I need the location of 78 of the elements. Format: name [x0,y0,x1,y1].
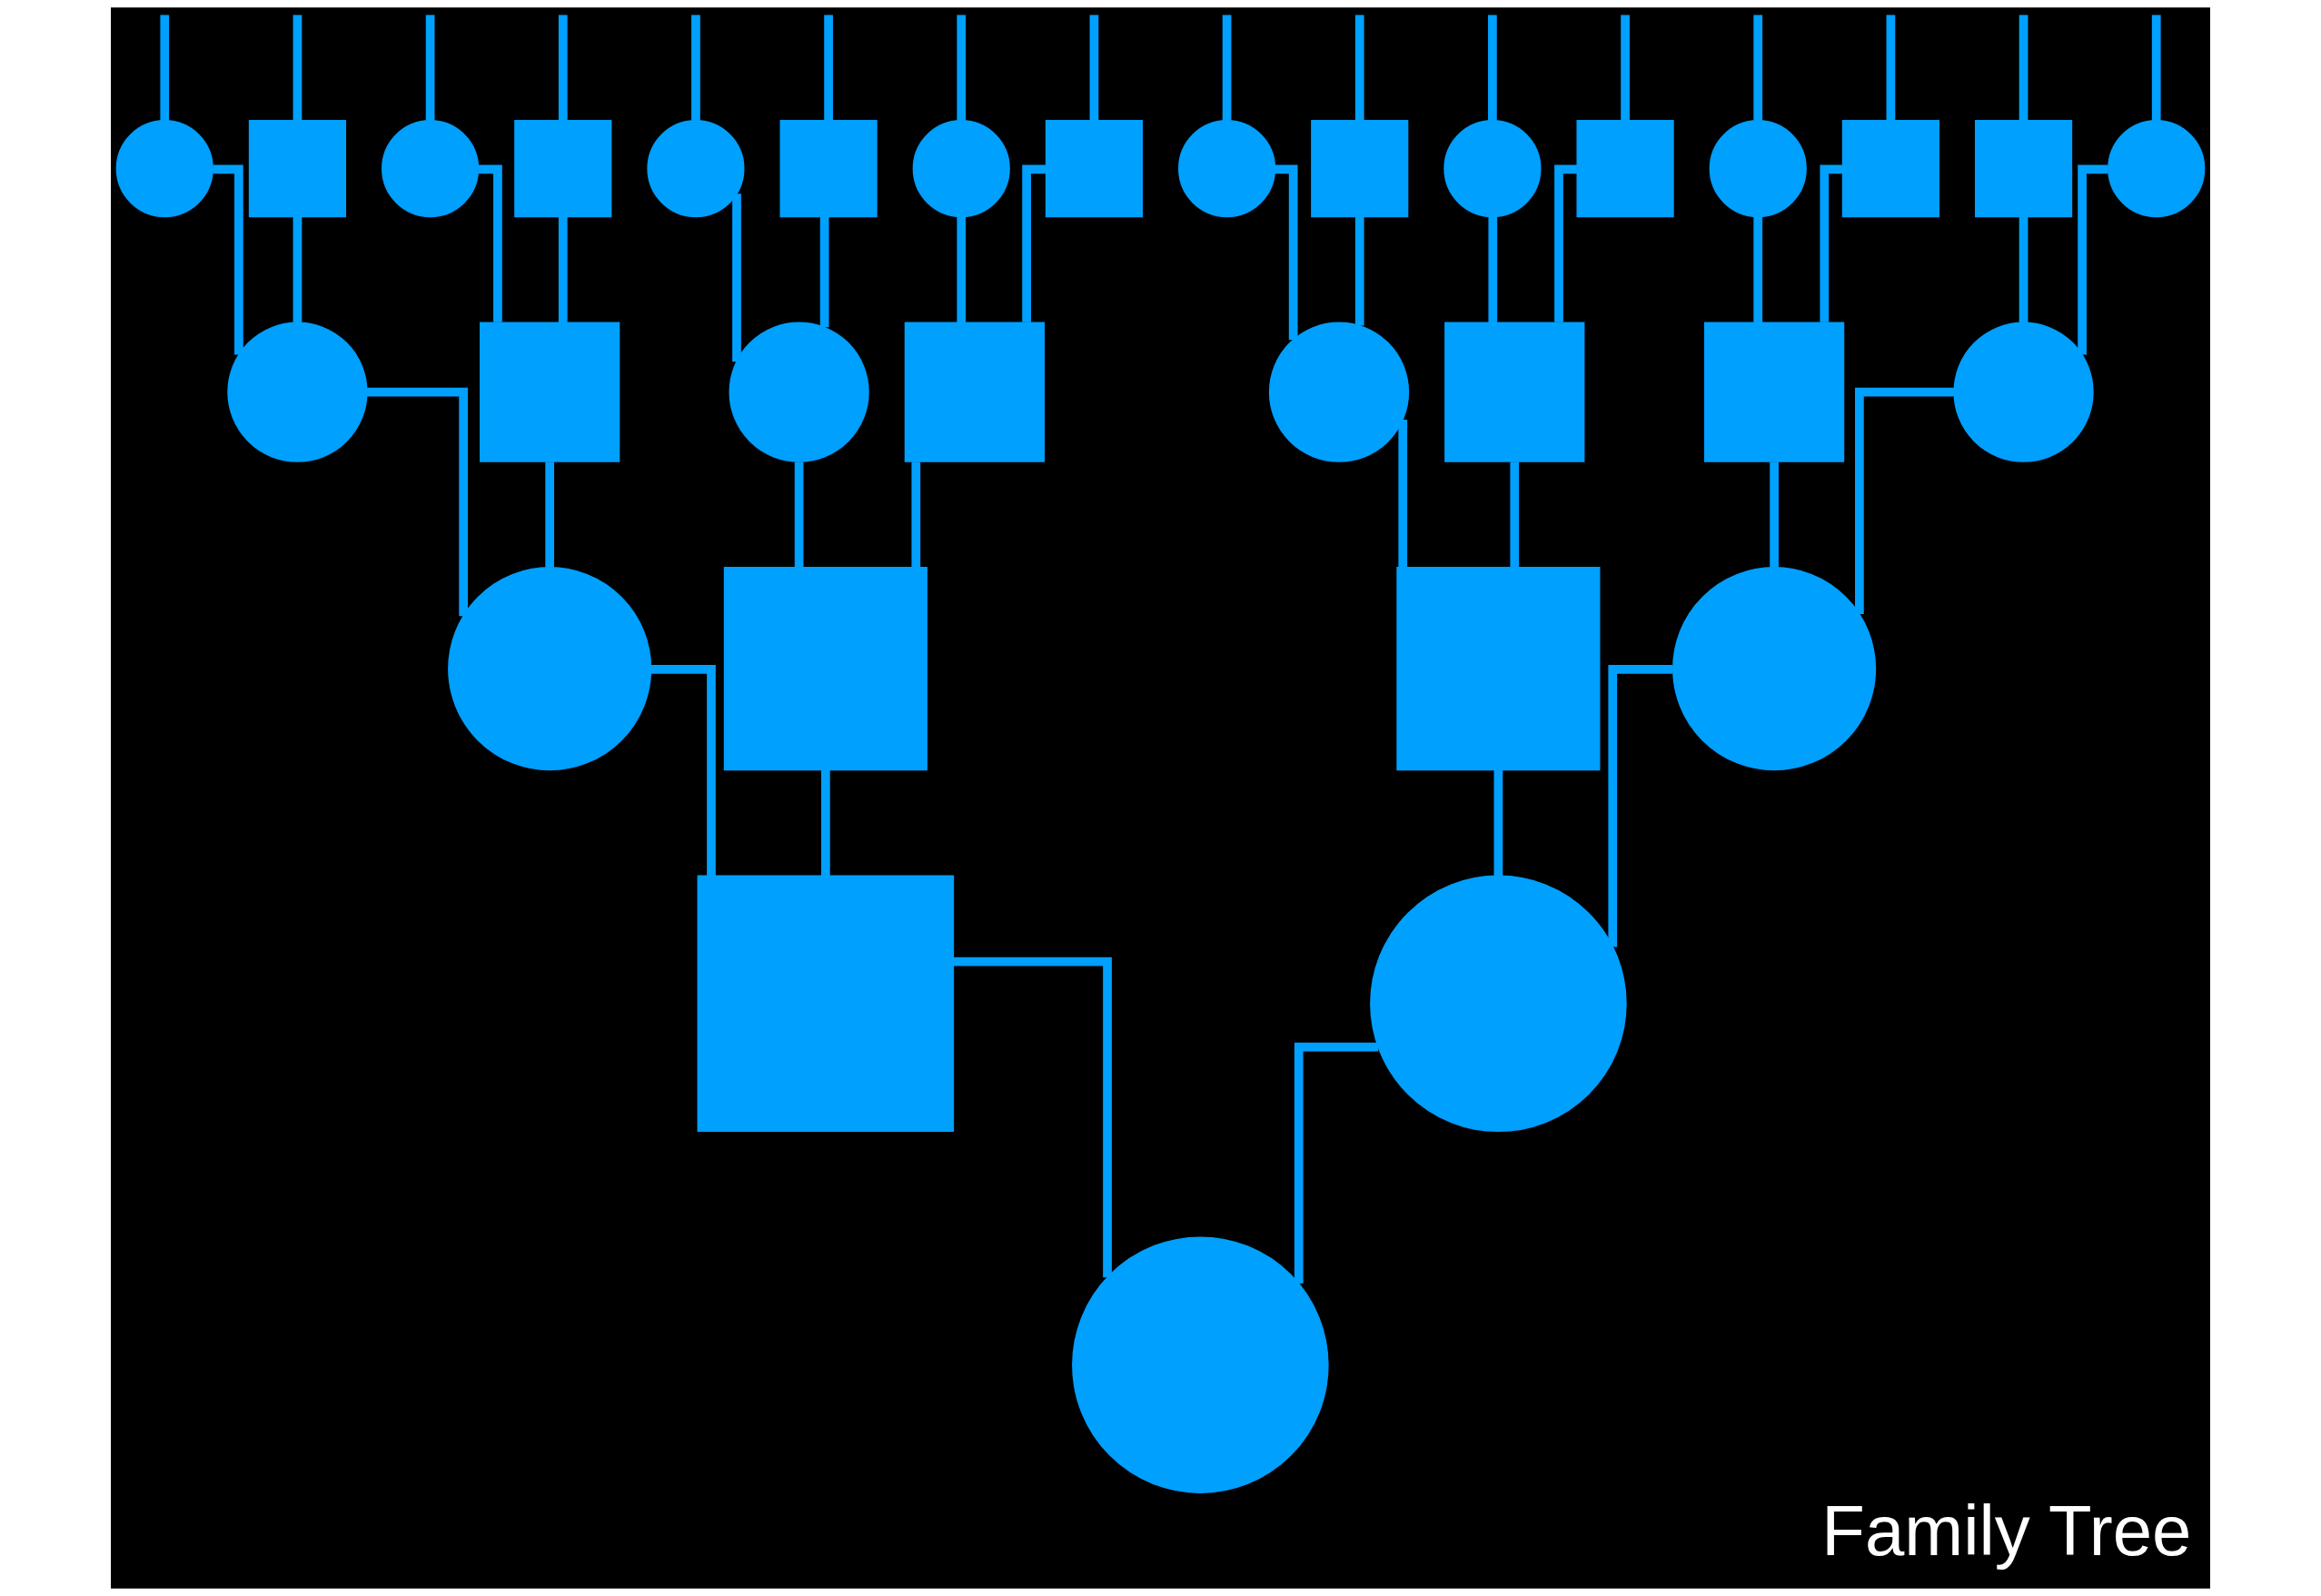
node-box [480,322,620,462]
connector [1753,216,1763,323]
connector [1294,1042,1379,1284]
node-circle [1953,322,2094,462]
connector [213,164,243,355]
connector [732,193,741,362]
node-circle [1370,875,1627,1133]
connector [2078,164,2108,355]
connector [2018,15,2028,121]
connector [1354,15,1364,121]
connector [1510,461,1520,568]
connector [957,15,967,121]
connector [1398,419,1408,568]
connector [558,216,568,323]
connector [1886,15,1896,121]
node-circle [1178,120,1276,218]
node-circle [1072,1236,1329,1493]
connector [1354,216,1364,326]
node-circle [115,120,213,218]
node-circle [1268,322,1410,462]
connector [824,15,833,121]
connector [957,216,967,323]
node-circle [227,322,368,462]
connector [1770,461,1779,568]
connector [1554,164,1577,322]
node-box [1974,120,2073,218]
connector [1608,665,1673,947]
node-box [779,120,878,218]
connector [1820,164,1843,322]
connector [425,15,435,121]
node-box [1311,120,1409,218]
connector [650,665,716,877]
connector [478,164,502,322]
node-box [1444,322,1585,462]
connector [691,15,700,121]
node-circle [1672,567,1877,771]
connector [293,15,303,121]
node-box [1703,322,1845,462]
node-circle [382,120,480,218]
connector [794,461,804,568]
connector [820,769,830,877]
node-circle [1443,120,1542,218]
node-circle [1709,120,1807,218]
node-box [1576,120,1674,218]
node-box [248,120,347,218]
connector [2018,216,2028,323]
node-box [723,567,927,771]
connector [545,461,554,568]
connector [2151,15,2161,121]
diagram-title: Family Tree [1821,1491,2192,1571]
connector [366,387,468,617]
node-circle [912,120,1010,218]
node-circle [448,567,652,771]
connector [1222,15,1232,121]
connector [1488,216,1498,323]
connector [1493,769,1503,877]
node-box [697,875,955,1133]
node-box [514,120,612,218]
connector [1855,387,1954,614]
connector [819,216,829,328]
node-box [1045,120,1143,218]
connector [1488,15,1497,121]
node-box [1396,567,1601,771]
connector [953,957,1112,1278]
connector [293,216,303,323]
connector [1022,164,1046,322]
connector [911,461,921,568]
node-circle [647,120,745,218]
connector [558,15,568,121]
connector [1621,15,1630,121]
connector [1089,15,1099,121]
node-circle [729,322,869,462]
node-circle [2108,120,2206,218]
node-box [1841,120,1939,218]
connector [1753,15,1763,121]
connector [1275,164,1298,341]
node-box [904,322,1045,462]
connector [160,15,170,121]
